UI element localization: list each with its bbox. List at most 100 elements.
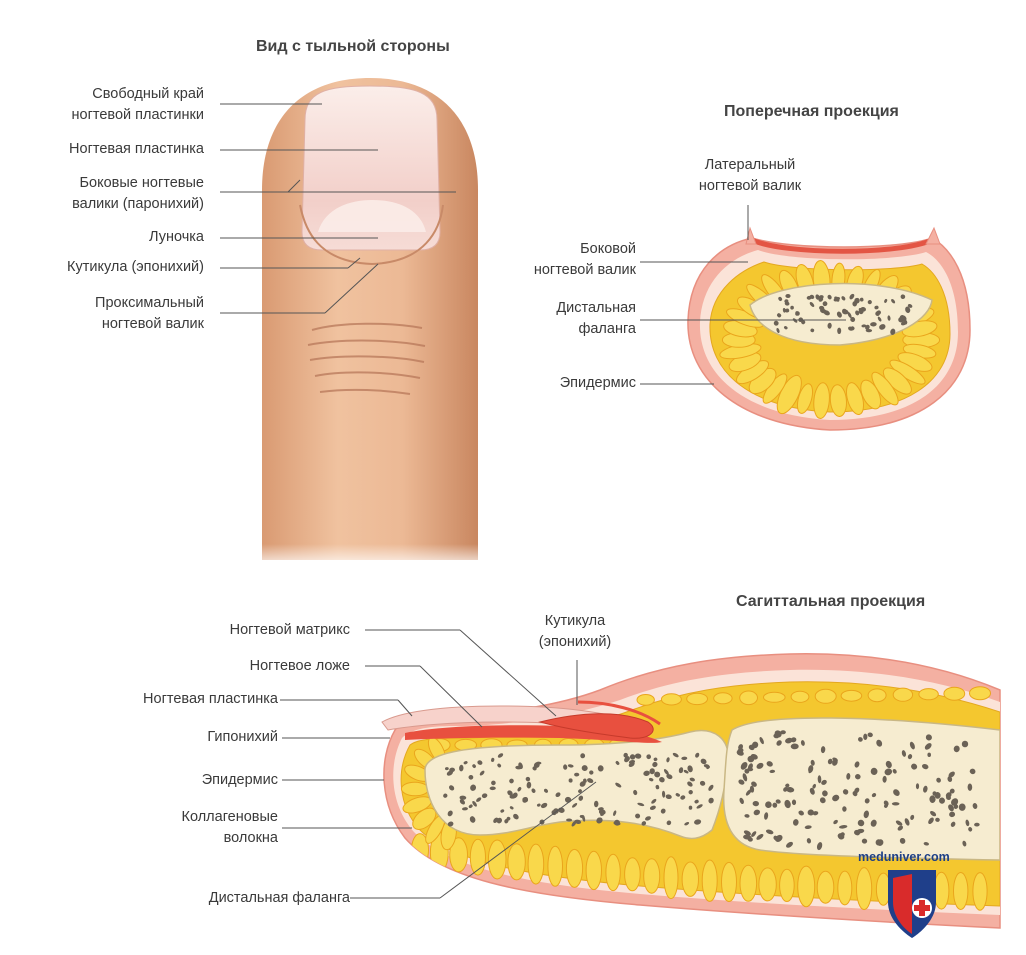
fat-lobule — [813, 382, 830, 419]
bone-pore — [850, 326, 855, 331]
bone-pore — [637, 802, 645, 807]
bone-pore — [738, 779, 745, 785]
bone-pore — [810, 759, 815, 766]
label-proximal-fold: Проксимальный ногтевой валик — [95, 293, 204, 335]
bone-pore — [849, 293, 855, 300]
bone-pore — [840, 832, 845, 837]
bone-pore — [672, 752, 679, 758]
bone-pore — [518, 762, 523, 769]
dorsal-finger-drawing — [250, 78, 490, 570]
bone-pore — [525, 776, 531, 782]
bone-pore — [753, 809, 761, 816]
bone-pore — [665, 794, 672, 800]
bone-pore — [874, 305, 879, 310]
bone-pore — [666, 757, 670, 763]
bone-pore — [624, 756, 630, 763]
bone-pore — [900, 294, 906, 300]
label-collagen-fibers-line2: волокна — [223, 830, 278, 846]
bone-pore — [801, 320, 806, 325]
bone-pore — [513, 813, 519, 820]
bone-pore — [865, 328, 873, 333]
bone-pore — [792, 819, 799, 826]
bone-pore — [666, 820, 672, 826]
bone-pore — [839, 825, 848, 829]
bone-pore — [497, 763, 502, 768]
label-sagittal-cuticle-line2: (эпонихий) — [538, 634, 612, 650]
bone-pore — [635, 813, 641, 819]
bone-pore — [784, 799, 791, 809]
bone-pore — [827, 758, 833, 765]
bone-pore — [580, 753, 586, 759]
bone-pore — [555, 792, 561, 798]
bone-pore — [743, 830, 751, 836]
bone-pore — [708, 797, 714, 804]
watermark-site: meduniver.com — [858, 850, 950, 864]
bone-pore — [855, 310, 860, 316]
bone-pore — [489, 786, 496, 791]
bone-pore — [867, 300, 872, 305]
bone-pore — [777, 313, 782, 318]
bone-pore — [448, 785, 455, 791]
label-nail-plate: Ногтевая пластинка — [69, 141, 204, 157]
sagittal-leader-lines — [280, 629, 597, 899]
dorsal-view-title: Вид с тыльной стороны — [256, 38, 450, 55]
bone-pore — [785, 783, 790, 788]
bone-pore — [660, 808, 666, 814]
bone-pore — [532, 766, 537, 771]
label-collagen-fibers-line1: Коллагеновые — [181, 809, 278, 825]
label-lateral-folds-line1: Боковые ногтевые — [79, 175, 204, 191]
bone-pore — [842, 308, 847, 314]
bone-pore — [526, 781, 532, 789]
bone-pore — [836, 311, 842, 318]
bone-pore — [543, 788, 549, 793]
bone-pore — [684, 822, 690, 826]
bone-pore — [858, 308, 864, 315]
bone-pore — [773, 320, 779, 326]
bone-pore — [807, 809, 814, 816]
bone-pore — [827, 294, 832, 300]
bone-pore — [907, 303, 913, 308]
bone-pore — [694, 819, 702, 825]
bone-pore — [786, 841, 793, 848]
fat-lobule — [663, 856, 679, 900]
bone-pore — [509, 778, 514, 784]
bone-pore — [778, 296, 783, 302]
bone-pore — [786, 786, 795, 793]
bone-pore — [675, 793, 680, 797]
bone-pore — [680, 795, 686, 800]
fat-lobule — [686, 692, 708, 706]
fat-lobule — [400, 781, 430, 797]
label-lunula: Луночка — [149, 229, 204, 245]
bone-pore — [870, 322, 877, 327]
bone-pore — [809, 302, 815, 307]
bone-pore — [531, 788, 536, 793]
bone-pore — [613, 810, 617, 816]
bone-pore — [751, 831, 757, 837]
bone-pore — [476, 797, 482, 802]
bone-pore — [861, 324, 867, 328]
bone-pore — [688, 805, 693, 810]
bone-pore — [447, 810, 453, 817]
bone-pore — [598, 809, 606, 815]
fat-lobule — [449, 837, 469, 873]
fat-lobule — [721, 861, 737, 903]
bone-pore — [688, 789, 693, 795]
bone-pore — [574, 819, 582, 824]
fat-lobule — [779, 868, 795, 903]
fat-lobule — [636, 694, 655, 706]
bone-pore — [780, 730, 786, 735]
fat-lobule — [829, 384, 847, 417]
fat-lobule — [624, 857, 641, 892]
bone-pore — [517, 787, 522, 792]
bone-pore — [703, 764, 710, 768]
label-free-edge: Свободный край ногтевой пластинки — [72, 84, 204, 126]
transverse-nail-bed — [750, 237, 934, 254]
label-nail-matrix: Ногтевой матрикс — [229, 622, 350, 638]
bone-pore — [506, 816, 511, 821]
bone-pore — [752, 800, 759, 807]
label-transverse-distal-phalanx-line2: фаланга — [578, 321, 636, 337]
bone-pore — [739, 797, 744, 805]
bone-pore — [536, 803, 541, 807]
fat-lobule — [816, 870, 835, 904]
